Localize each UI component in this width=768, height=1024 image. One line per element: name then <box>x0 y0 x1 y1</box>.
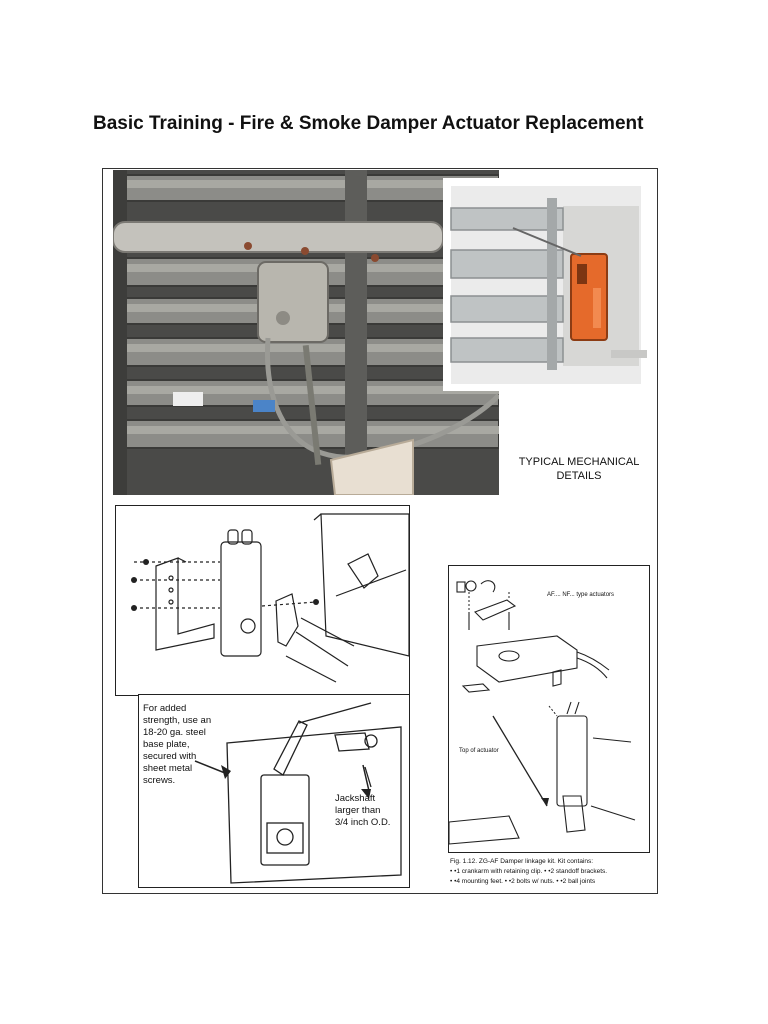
damper-photo <box>113 170 499 495</box>
added-strength-line: 18-20 ga. steel <box>143 727 206 738</box>
added-strength-note: For added strength, use an 18-20 ga. ste… <box>143 703 243 787</box>
base-plate-drawing: For added strength, use an 18-20 ga. ste… <box>138 694 410 888</box>
kit-header: AF.... NF... type actuators <box>547 592 615 598</box>
jackshaft-note: Jackshaft larger than 3/4 inch O.D. <box>335 793 409 829</box>
figure-caption-line: • •4 mounting feet. • •2 bolts w/ nuts. … <box>450 878 596 885</box>
typical-details-label: TYPICAL MECHANICAL DETAILS <box>509 455 649 483</box>
page-title: Basic Training - Fire & Smoke Damper Act… <box>93 113 644 134</box>
typical-details-line2: DETAILS <box>556 470 602 482</box>
added-strength-line: strength, use an <box>143 715 212 726</box>
top-of-actuator-label: Top of actuator <box>459 748 499 754</box>
jackshaft-line: larger than <box>335 805 381 816</box>
added-strength-line: For added <box>143 703 187 714</box>
jackshaft-line: Jackshaft <box>335 793 376 804</box>
linkage-kit-drawing: AF.... NF... type actuators Top of actua… <box>448 565 650 853</box>
figure-caption-line: Fig. 1.12. ZG-AF Damper linkage kit. Kit… <box>450 858 594 865</box>
added-strength-line: base plate, <box>143 739 190 750</box>
figure-caption-line: • •1 crankarm with retaining clip. • •2 … <box>450 868 608 875</box>
bracket-exploded-drawing <box>115 505 410 696</box>
typical-details-line1: TYPICAL MECHANICAL <box>518 456 640 468</box>
jackshaft-line: 3/4 inch O.D. <box>335 817 391 828</box>
added-strength-line: screws. <box>143 775 176 786</box>
figure-caption: Fig. 1.12. ZG-AF Damper linkage kit. Kit… <box>450 857 655 887</box>
figure-frame <box>102 168 658 894</box>
added-strength-line: sheet metal <box>143 763 193 774</box>
added-strength-line: secured with <box>143 751 197 762</box>
actuator-inset-photo <box>443 178 648 391</box>
